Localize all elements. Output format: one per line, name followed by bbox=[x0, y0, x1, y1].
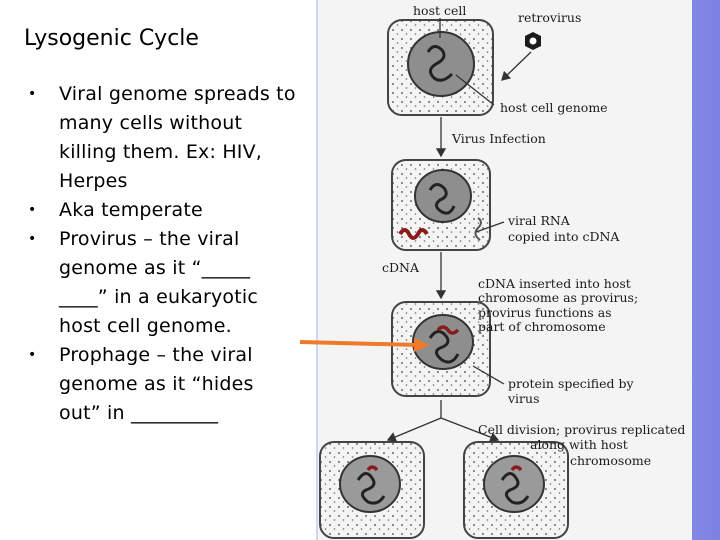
bullet-item: • Aka temperate bbox=[28, 196, 298, 225]
slide-title: Lysogenic Cycle bbox=[24, 26, 199, 51]
bullet-icon: • bbox=[28, 347, 37, 363]
label-inserted-4: part of chromosome bbox=[478, 319, 606, 334]
bullet-text: Prophage – the viral genome as it “hides… bbox=[59, 344, 254, 424]
label-division-2: along with host bbox=[530, 437, 628, 452]
label-viral-rna: viral RNA bbox=[507, 213, 571, 228]
bullet-icon: • bbox=[28, 202, 37, 218]
label-protein-1: protein specified by bbox=[508, 376, 634, 391]
bullet-item: • Prophage – the viral genome as it “hide… bbox=[28, 341, 298, 428]
bullet-item: • Provirus – the viral genome as it “____… bbox=[28, 225, 298, 341]
diagram-arrows bbox=[386, 18, 532, 443]
bullet-text: Viral genome spreads to many cells witho… bbox=[59, 83, 296, 192]
provirus-icon bbox=[436, 325, 460, 335]
viral-rna-icon bbox=[398, 228, 429, 240]
host-cell-1 bbox=[387, 19, 494, 116]
label-virus-infection: Virus Infection bbox=[451, 131, 546, 146]
annotation-arrow-head-icon bbox=[414, 338, 430, 352]
lysogenic-cycle-diagram: host cell retrovirus host cell genome Vi… bbox=[318, 0, 692, 540]
retrovirus-icon bbox=[525, 32, 541, 50]
bullet-icon: • bbox=[28, 231, 37, 247]
label-host-cell: host cell bbox=[413, 3, 466, 18]
label-inserted-2: chromosome as provirus; bbox=[478, 290, 638, 305]
bullet-list: • Viral genome spreads to many cells with… bbox=[28, 80, 298, 428]
label-inserted-3: provirus functions as bbox=[478, 305, 612, 320]
label-retrovirus: retrovirus bbox=[518, 10, 581, 25]
label-division-3: chromosome bbox=[570, 453, 651, 468]
label-division-1: Cell division; provirus replicated bbox=[478, 422, 685, 437]
label-cdna: cDNA bbox=[382, 260, 420, 275]
cdna-strand-icon bbox=[474, 217, 482, 241]
host-genome-icon bbox=[426, 45, 454, 82]
bullet-text: Aka temperate bbox=[59, 199, 203, 221]
label-inserted-1: cDNA inserted into host bbox=[478, 276, 631, 291]
daughter-cell-right bbox=[463, 441, 569, 539]
host-cell-2 bbox=[391, 159, 491, 251]
bullet-text: Provirus – the viral genome as it “_____… bbox=[59, 228, 259, 337]
daughter-cell-left bbox=[319, 441, 425, 539]
host-cell-3 bbox=[391, 301, 491, 397]
bullet-item: • Viral genome spreads to many cells with… bbox=[28, 80, 298, 196]
label-protein-2: virus bbox=[507, 391, 540, 406]
annotation-arrow-line bbox=[299, 340, 419, 347]
bullet-icon: • bbox=[28, 86, 37, 102]
label-copied-cdna: copied into cDNA bbox=[508, 229, 620, 244]
label-host-cell-genome: host cell genome bbox=[500, 100, 608, 115]
